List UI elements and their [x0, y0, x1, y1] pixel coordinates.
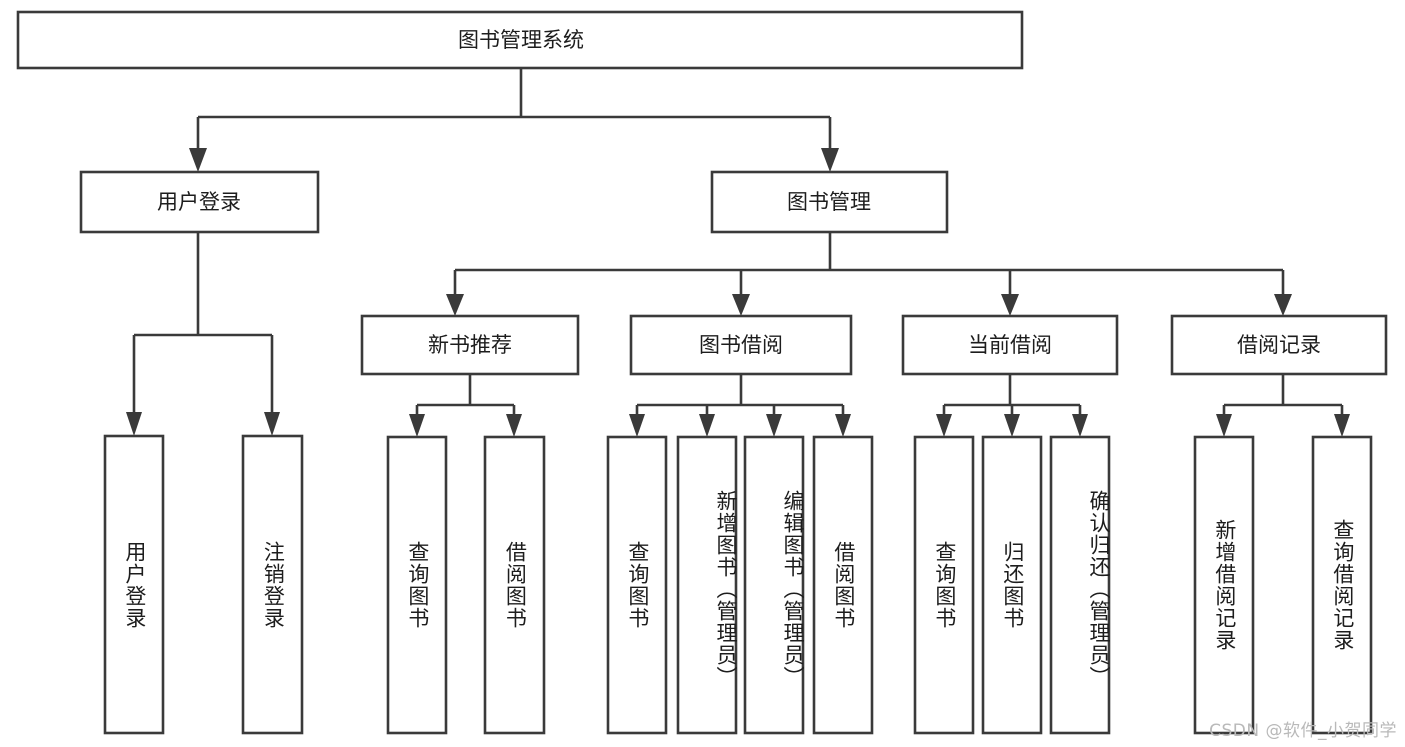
node-book-borrow[interactable]: 图书借阅	[629, 314, 853, 376]
node-user-login-label: 用户登录	[157, 190, 241, 214]
node-new-book-rec-box[interactable]	[360, 314, 580, 376]
node-root-label: 图书管理系统	[458, 28, 584, 52]
node-book-manage-label: 图书管理	[787, 190, 871, 214]
node-book-manage-box[interactable]	[710, 170, 949, 234]
leaf-box-add-book[interactable]	[676, 435, 738, 735]
leaf-box-query-book-rec[interactable]	[386, 435, 448, 735]
node-new-book-rec[interactable]: 新书推荐	[360, 314, 580, 376]
node-new-book-rec-label: 新书推荐	[428, 333, 512, 357]
arrowhead-leaf-query-book-current	[936, 414, 952, 437]
connector-borrow-record-to-leaves	[1216, 374, 1350, 437]
arrowhead-leaf-query-book-borrow	[629, 414, 645, 437]
leaf-box-borrow-book-rec[interactable]	[483, 435, 546, 735]
arrowhead-leaf-borrow-book-rec	[506, 414, 522, 437]
node-root-box[interactable]	[16, 10, 1024, 70]
node-user-login[interactable]: 用户登录	[79, 170, 320, 234]
connector-root-to-level2	[189, 68, 839, 172]
arrowhead-leaf-add-book	[699, 414, 715, 437]
leaf-box-user-logout[interactable]	[241, 434, 304, 735]
leaf-box-query-book-current[interactable]	[913, 435, 975, 735]
connector-current-borrow-to-leaves	[936, 374, 1088, 437]
arrowhead-leaf-return-book	[1004, 414, 1020, 437]
arrowhead-borrow-record	[1274, 294, 1292, 316]
connector-book-borrow-to-leaves	[629, 374, 851, 437]
node-book-borrow-box[interactable]	[629, 314, 853, 376]
arrowhead-user-login	[189, 148, 207, 172]
connector-user-login-to-leaves	[126, 232, 280, 436]
node-current-borrow-box[interactable]	[901, 314, 1119, 376]
node-borrow-record-box[interactable]	[1170, 314, 1388, 376]
leaf-box-confirm-return[interactable]	[1049, 435, 1111, 735]
node-current-borrow[interactable]: 当前借阅	[901, 314, 1119, 376]
csdn-watermark: CSDN @软件_小贺同学	[1209, 721, 1397, 741]
arrowhead-leaf-query-record	[1334, 414, 1350, 437]
node-borrow-record-label: 借阅记录	[1237, 333, 1321, 357]
node-root[interactable]: 图书管理系统	[16, 10, 1024, 70]
leaf-boxes	[103, 434, 1373, 735]
leaf-box-return-book[interactable]	[981, 435, 1043, 735]
connector-book-manage-to-level3	[446, 232, 1292, 316]
node-current-borrow-label: 当前借阅	[968, 333, 1052, 357]
node-user-login-box[interactable]	[79, 170, 320, 234]
arrowhead-leaf-add-record	[1216, 414, 1232, 437]
arrowhead-book-manage	[821, 148, 839, 172]
arrowhead-leaf-confirm-return	[1072, 414, 1088, 437]
leaf-box-query-record[interactable]	[1311, 435, 1373, 735]
node-book-borrow-label: 图书借阅	[699, 333, 783, 357]
leaf-box-borrow-book[interactable]	[812, 435, 874, 735]
arrowhead-leaf-query-book-rec	[409, 414, 425, 437]
node-book-manage[interactable]: 图书管理	[710, 170, 949, 234]
arrowhead-book-borrow	[732, 294, 750, 316]
node-borrow-record[interactable]: 借阅记录	[1170, 314, 1388, 376]
arrowhead-leaf-edit-book	[766, 414, 782, 437]
arrowhead-leaf-user-login	[126, 412, 142, 436]
arrowhead-new-book-rec	[446, 294, 464, 316]
arrowhead-leaf-user-logout	[264, 412, 280, 436]
leaf-box-add-record[interactable]	[1193, 435, 1255, 735]
leaf-box-user-login[interactable]	[103, 434, 165, 735]
arrowhead-current-borrow	[1001, 294, 1019, 316]
leaf-box-query-book-borrow[interactable]	[606, 435, 668, 735]
connector-new-book-rec-to-leaves	[409, 374, 522, 437]
leaf-box-edit-book[interactable]	[743, 435, 805, 735]
arrowhead-leaf-borrow-book	[835, 414, 851, 437]
